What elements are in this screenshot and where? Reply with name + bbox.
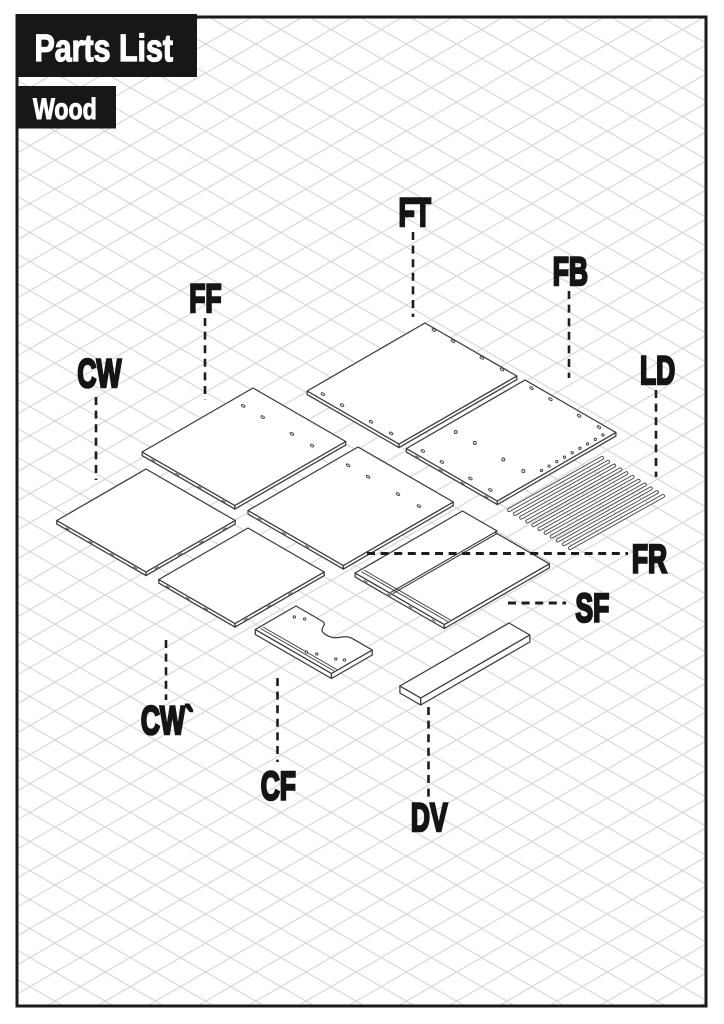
svg-text:LD: LD xyxy=(640,349,675,394)
svg-text:FT: FT xyxy=(399,190,431,235)
svg-text:CW: CW xyxy=(77,352,121,397)
svg-text:DV: DV xyxy=(411,795,448,840)
svg-text:Parts List: Parts List xyxy=(35,28,174,70)
svg-text:FR: FR xyxy=(632,537,667,582)
svg-text:FF: FF xyxy=(189,277,221,322)
svg-text:FB: FB xyxy=(553,250,588,295)
svg-text:CF: CF xyxy=(261,764,296,809)
svg-text:SF: SF xyxy=(576,586,610,631)
svg-text:Wood: Wood xyxy=(33,92,97,126)
svg-text:CW`: CW` xyxy=(141,699,194,744)
